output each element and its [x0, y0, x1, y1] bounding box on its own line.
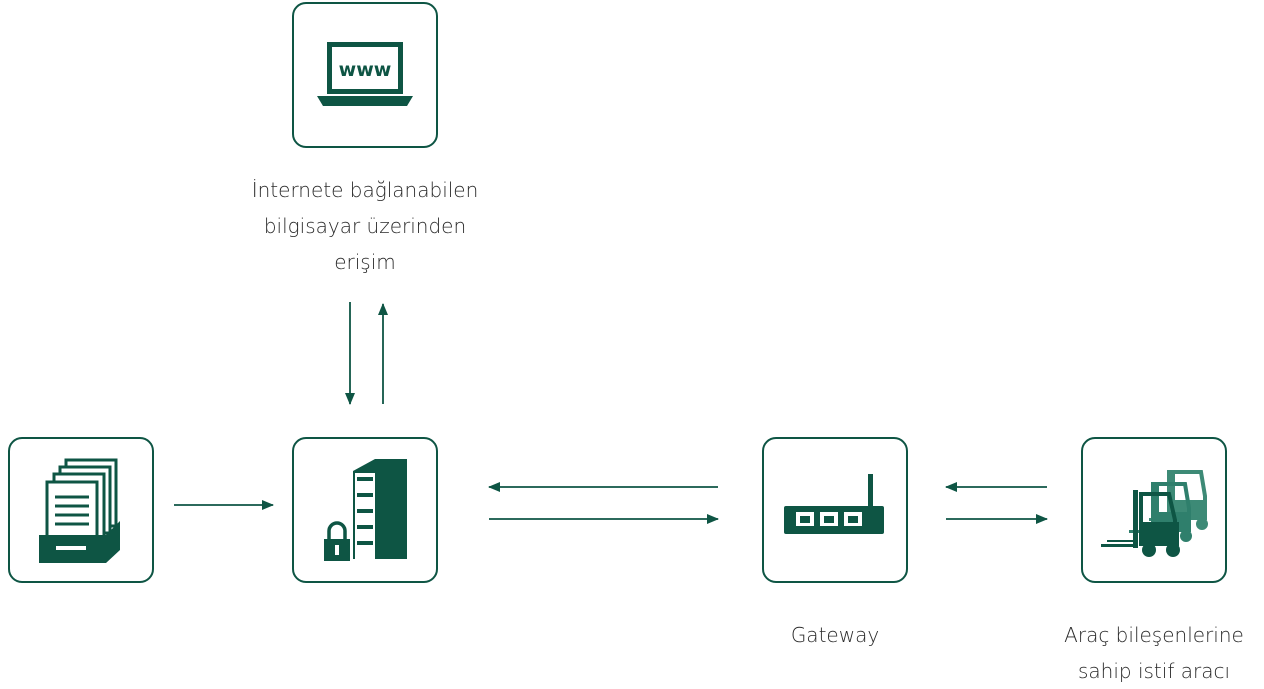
- secure-server-icon: [324, 459, 407, 561]
- label-gateway-line-1: Gateway: [790, 623, 880, 647]
- label-gateway: Gateway: [737, 617, 933, 653]
- laptop-www-icon: www: [317, 42, 413, 106]
- label-web-access: İnternete bağlanabilen bilgisayar üzerin…: [207, 172, 523, 280]
- node-forklift: [1081, 437, 1227, 583]
- label-forklift: Araç bileşenlerine sahip istif aracı: [1044, 617, 1264, 689]
- laptop-www-text: www: [339, 59, 392, 81]
- label-forklift-line-2: sahip istif aracı: [1077, 659, 1231, 683]
- document-archive-icon: [39, 458, 120, 563]
- label-web-line-3: erişim: [334, 250, 396, 274]
- router-icon: [784, 474, 884, 534]
- node-secure-server: [292, 437, 438, 583]
- label-web-line-1: İnternete bağlanabilen: [251, 178, 479, 202]
- label-web-line-2: bilgisayar üzerinden: [263, 214, 467, 238]
- node-archive: [8, 437, 154, 583]
- node-web-access: www: [292, 2, 438, 148]
- forklift-fleet-icon: [1101, 470, 1208, 557]
- node-gateway: [762, 437, 908, 583]
- label-forklift-line-1: Araç bileşenlerine: [1064, 623, 1244, 647]
